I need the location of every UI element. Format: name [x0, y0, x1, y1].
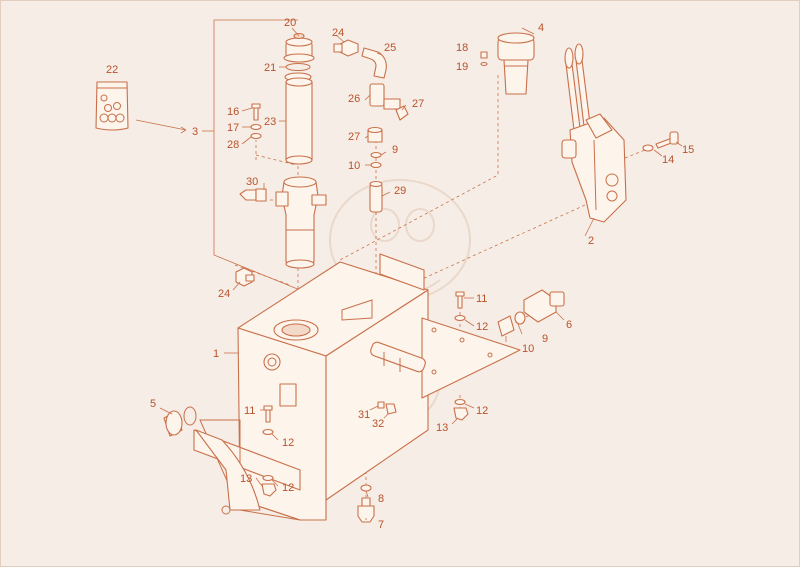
- washer-8: [360, 484, 372, 492]
- callout-20: 20: [284, 17, 296, 29]
- callout-15: 15: [682, 144, 694, 156]
- callout-13-right: 13: [436, 422, 448, 434]
- callout-10-side: 10: [522, 343, 534, 355]
- callout-25: 25: [384, 42, 396, 54]
- callout-30: 30: [246, 176, 258, 188]
- callout-9-side: 9: [542, 333, 548, 345]
- callout-18: 18: [456, 42, 468, 54]
- fitting-24-side: [235, 267, 255, 287]
- washer-19: [480, 61, 488, 67]
- fitting-27-left: [367, 126, 383, 143]
- callout-5: 5: [150, 398, 156, 410]
- fitting-30: [239, 188, 267, 202]
- pipe-29: [369, 180, 383, 213]
- callout-17: 17: [227, 122, 239, 134]
- plug-5: [163, 406, 197, 437]
- washer-14: [642, 144, 654, 152]
- washer-12-left: [262, 428, 274, 436]
- callout-12-bottom: 12: [282, 482, 294, 494]
- assembly-bracket: [135, 19, 301, 291]
- callout-31: 31: [358, 409, 370, 421]
- fitting-10-side: [497, 315, 515, 337]
- washer-9-side: [514, 311, 526, 325]
- fitting-24-top: [333, 39, 359, 57]
- callout-27-left: 27: [348, 131, 360, 143]
- screw-18: [480, 51, 488, 59]
- callout-24-top: 24: [332, 27, 344, 39]
- part-31: [377, 401, 385, 409]
- suction-pipe-assembly: [370, 341, 426, 373]
- hydraulic-tank-1: [193, 253, 521, 521]
- washer-12-lower: [454, 398, 466, 406]
- breather-4: [497, 32, 535, 95]
- leader-lines: [159, 27, 683, 520]
- callout-12-lower: 12: [476, 405, 488, 417]
- drain-plug-7: [357, 497, 375, 523]
- callout-11-right: 11: [476, 293, 487, 305]
- callout-10-top: 10: [348, 160, 360, 172]
- callout-3: 3: [192, 126, 198, 138]
- washer-10: [370, 161, 382, 169]
- callout-29: 29: [394, 185, 406, 197]
- filler-cap: [283, 32, 315, 63]
- callout-22: 22: [106, 64, 118, 76]
- bolt-16: [251, 103, 261, 121]
- callout-2: 2: [588, 235, 594, 247]
- filter-element: [285, 77, 313, 165]
- callout-12-right: 12: [476, 321, 488, 333]
- callout-24-side: 24: [218, 288, 230, 300]
- elbow-25: [361, 47, 387, 79]
- part-32: [385, 403, 397, 415]
- callout-7: 7: [378, 519, 384, 531]
- callout-16: 16: [227, 106, 239, 118]
- callout-4: 4: [538, 22, 544, 34]
- washer-17: [250, 123, 262, 131]
- callout-1: 1: [213, 348, 219, 360]
- nut-13-right: [453, 407, 469, 421]
- bolt-15: [655, 131, 679, 149]
- callout-9-top: 9: [392, 144, 398, 156]
- control-valve-2: [561, 43, 627, 223]
- callout-labels: 20 21 23 30 16 17 28 22 3 24 24 25 26 27…: [106, 17, 694, 531]
- callout-12-left: 12: [282, 437, 294, 449]
- nut-13-left: [261, 483, 277, 497]
- washer-12-bottom: [262, 474, 274, 482]
- tee-26: [369, 83, 401, 110]
- callout-19: 19: [456, 61, 468, 73]
- seal-kit-bag: [95, 81, 129, 131]
- bolt-11-right: [455, 291, 465, 309]
- callout-13-left: 13: [240, 473, 252, 485]
- callout-11-left: 11: [244, 405, 255, 417]
- bolt-11-left: [263, 405, 273, 423]
- callout-21: 21: [264, 62, 276, 74]
- filter-housing: [275, 176, 327, 269]
- washer-9: [370, 151, 382, 159]
- callout-8: 8: [378, 493, 384, 505]
- callout-23: 23: [264, 116, 276, 128]
- callout-27-right: 27: [412, 98, 424, 110]
- washer-12-right: [454, 314, 466, 322]
- callout-26: 26: [348, 93, 360, 105]
- washer-28: [250, 132, 262, 140]
- callout-28: 28: [227, 139, 239, 151]
- callout-14: 14: [662, 154, 674, 166]
- callout-6: 6: [566, 319, 572, 331]
- fitting-27-right: [395, 105, 409, 121]
- callout-32: 32: [372, 418, 384, 430]
